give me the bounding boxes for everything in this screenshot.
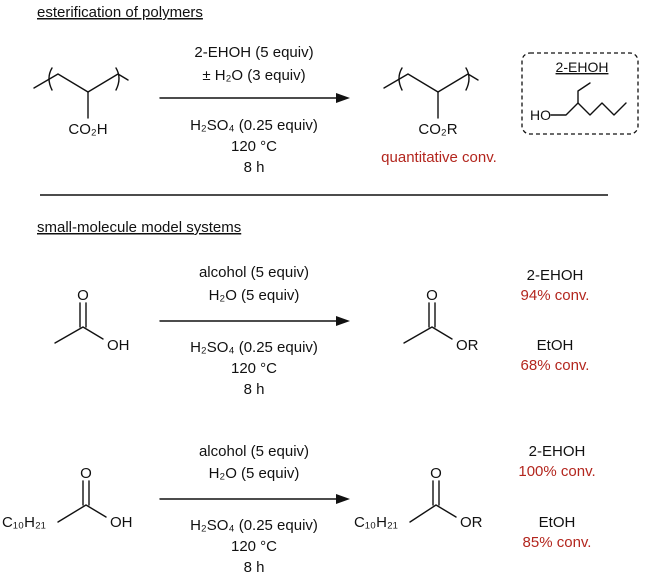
condition-catalyst: H₂SO₄ (0.25 equiv) <box>190 517 318 534</box>
laurate-alkyl-chain: C₁₀H₂₁ <box>354 514 398 531</box>
reaction-arrow-polymers <box>159 93 350 103</box>
result-conversion-2-ehoh: 94% conv. <box>521 287 590 304</box>
lauric-carbonyl-oxygen: O <box>80 465 92 482</box>
condition-catalyst: H₂SO₄ (0.25 equiv) <box>190 117 318 134</box>
condition-water: ± H₂O (3 equiv) <box>202 67 305 84</box>
product-polyester: CO₂R <box>383 67 479 138</box>
results-acetic: 2-EHOH 94% conv. EtOH 68% conv. <box>521 267 590 374</box>
result-alcohol-etoh: EtOH <box>539 514 576 531</box>
condition-temperature: 120 °C <box>231 538 277 555</box>
acetic-hydroxyl: OH <box>107 337 130 354</box>
inset-hydroxyl: HO <box>530 107 551 123</box>
condition-water: H₂O (5 equiv) <box>209 287 300 304</box>
condition-temperature: 120 °C <box>231 138 277 155</box>
result-alcohol-etoh: EtOH <box>537 337 574 354</box>
conditions-above-lauric: alcohol (5 equiv) H₂O (5 equiv) <box>199 443 309 482</box>
conditions-above-polymers: 2-EHOH (5 equiv) ± H₂O (3 equiv) <box>194 44 313 84</box>
laurate-carbonyl-oxygen: O <box>430 465 442 482</box>
section-heading-models: small-molecule model systems <box>37 219 241 236</box>
acetate-carbonyl-oxygen: O <box>426 287 438 304</box>
results-lauric: 2-EHOH 100% conv. EtOH 85% conv. <box>518 443 595 551</box>
inset-title: 2-EHOH <box>556 59 609 75</box>
result-alcohol-2-ehoh: 2-EHOH <box>529 443 586 460</box>
condition-reagent: 2-EHOH (5 equiv) <box>194 44 313 61</box>
acetate-ester-group: OR <box>456 337 479 354</box>
reaction-arrow-acetic <box>159 316 350 326</box>
result-conversion-etoh: 68% conv. <box>521 357 590 374</box>
condition-time: 8 h <box>244 559 265 576</box>
acetic-carbonyl-oxygen: O <box>77 287 89 304</box>
product-laurate-ester: C₁₀H₂₁ O OR <box>354 465 483 531</box>
reactant-polyacrylic-acid: CO₂H <box>33 67 129 138</box>
product-ester-group: CO₂R <box>418 121 457 138</box>
reaction-arrow-lauric <box>159 494 350 504</box>
section-heading-polymers: esterification of polymers <box>37 4 203 21</box>
condition-alcohol: alcohol (5 equiv) <box>199 264 309 281</box>
reactant-acid-group: CO₂H <box>68 121 107 138</box>
inset-frame <box>521 52 639 135</box>
laurate-ester-group: OR <box>460 514 483 531</box>
reactant-acetic-acid: O OH <box>54 287 130 354</box>
condition-temperature: 120 °C <box>231 360 277 377</box>
condition-water: H₂O (5 equiv) <box>209 465 300 482</box>
conditions-below-lauric: H₂SO₄ (0.25 equiv) 120 °C 8 h <box>190 517 318 576</box>
result-alcohol-2-ehoh: 2-EHOH <box>527 267 584 284</box>
condition-time: 8 h <box>244 159 265 176</box>
conditions-below-polymers: H₂SO₄ (0.25 equiv) 120 °C 8 h <box>190 117 318 176</box>
condition-catalyst: H₂SO₄ (0.25 equiv) <box>190 339 318 356</box>
result-polymers: quantitative conv. <box>381 149 497 166</box>
reactant-lauric-acid: C₁₀H₂₁ O OH <box>2 465 133 531</box>
lauric-hydroxyl: OH <box>110 514 133 531</box>
conditions-above-acetic: alcohol (5 equiv) H₂O (5 equiv) <box>199 264 309 304</box>
product-acetate-ester: O OR <box>403 287 479 354</box>
inset-2-ehoh: 2-EHOH HO <box>521 52 639 135</box>
lauric-alkyl-chain: C₁₀H₂₁ <box>2 514 46 531</box>
result-conversion-etoh: 85% conv. <box>523 534 592 551</box>
condition-time: 8 h <box>244 381 265 398</box>
conditions-below-acetic: H₂SO₄ (0.25 equiv) 120 °C 8 h <box>190 339 318 398</box>
condition-alcohol: alcohol (5 equiv) <box>199 443 309 460</box>
result-conversion-2-ehoh: 100% conv. <box>518 463 595 480</box>
